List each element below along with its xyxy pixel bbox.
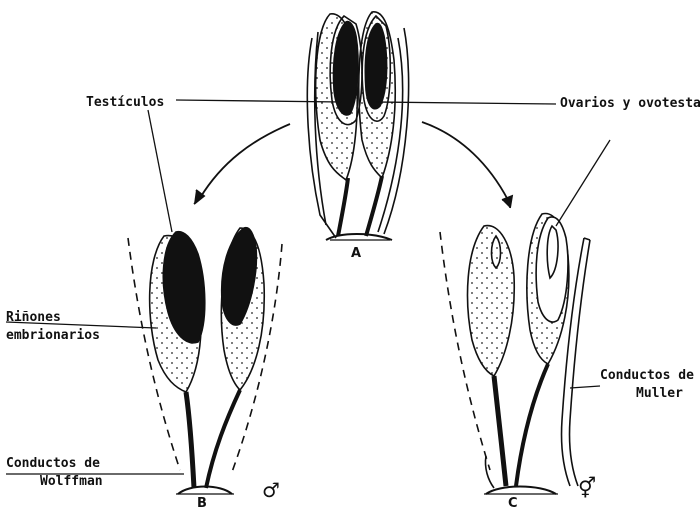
label-wolffman-line2: Wolffman bbox=[40, 474, 103, 489]
label-ovarios-ovotesta: Ovarios y ovotesta bbox=[560, 96, 700, 111]
c-ovotestis bbox=[536, 217, 568, 322]
leader-ovarios-c bbox=[556, 140, 610, 226]
arrow-to-b-head bbox=[194, 190, 204, 204]
label-muller-line1: Conductos de bbox=[600, 368, 694, 383]
label-testiculos: Testículos bbox=[86, 95, 164, 110]
label-rinones-line2: embrionarios bbox=[6, 328, 100, 343]
hermaphrodite-symbol-icon: ⚥ bbox=[578, 476, 596, 500]
figure-c bbox=[440, 214, 590, 494]
c-cloaca bbox=[486, 487, 556, 495]
arrow-to-c-head bbox=[502, 196, 512, 208]
label-rinones-line1: Riñones bbox=[6, 310, 61, 325]
arrow-to-b bbox=[200, 124, 290, 198]
leader-lines bbox=[6, 100, 610, 474]
c-kidney-left bbox=[468, 226, 515, 376]
c-small-duct bbox=[485, 456, 494, 488]
panel-letter-a: A bbox=[351, 246, 361, 261]
male-symbol-icon: ♂ bbox=[262, 478, 280, 502]
b-wolffian-right bbox=[206, 390, 240, 488]
label-wolffman-line1: Conductos de bbox=[6, 456, 100, 471]
a-wolffian-left bbox=[338, 178, 348, 236]
label-muller-line2: Muller bbox=[636, 386, 683, 401]
c-wolffian-right bbox=[516, 364, 548, 486]
b-wolffian-left bbox=[186, 392, 194, 488]
figure-b bbox=[128, 228, 282, 494]
leader-testiculos-b bbox=[148, 110, 172, 232]
c-muller-inner bbox=[569, 240, 590, 486]
c-wolffian-left bbox=[494, 376, 506, 486]
panel-letter-b: B bbox=[197, 496, 207, 511]
a-cloaca bbox=[326, 234, 392, 240]
panel-letter-c: C bbox=[508, 496, 518, 511]
arrow-to-c bbox=[422, 122, 508, 200]
figure-a bbox=[307, 12, 408, 240]
leader-muller bbox=[570, 386, 600, 388]
c-muller-tip bbox=[584, 238, 590, 240]
